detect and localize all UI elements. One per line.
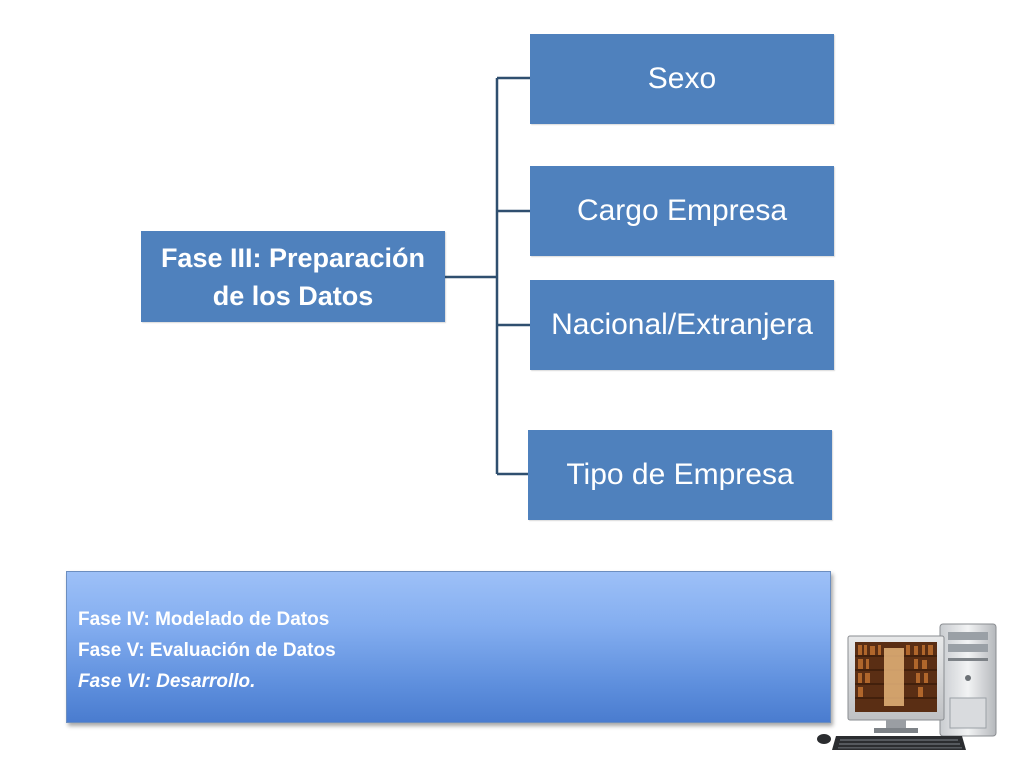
root-node-line-1: Fase III: Preparación (160, 242, 426, 273)
child-node-tipo-empresa: Tipo de Empresa (528, 430, 832, 520)
phases-panel: Fase IV: Modelado de Datos Fase V: Evalu… (66, 571, 831, 723)
root-node-fase-iii: Fase III: Preparación de los Datos (141, 231, 445, 322)
phase-item-vi: Fase VI: Desarrollo. (78, 671, 256, 692)
child-node-label: Tipo de Empresa (566, 458, 794, 491)
child-node-label: Cargo Empresa (576, 194, 788, 227)
child-node-sexo: Sexo (530, 34, 834, 124)
phase-item-iv: Fase IV: Modelado de Datos (78, 609, 330, 630)
root-node-line-2: de los Datos (212, 280, 374, 311)
child-node-nacional-extranjera: Nacional/Extranjera (530, 280, 834, 370)
phase-item-v: Fase V: Evaluación de Datos (78, 640, 336, 661)
child-node-cargo-empresa: Cargo Empresa (530, 166, 834, 256)
child-node-label: Nacional/Extranjera (551, 308, 813, 341)
desktop-computer-icon (817, 623, 997, 750)
child-node-label: Sexo (647, 62, 717, 95)
